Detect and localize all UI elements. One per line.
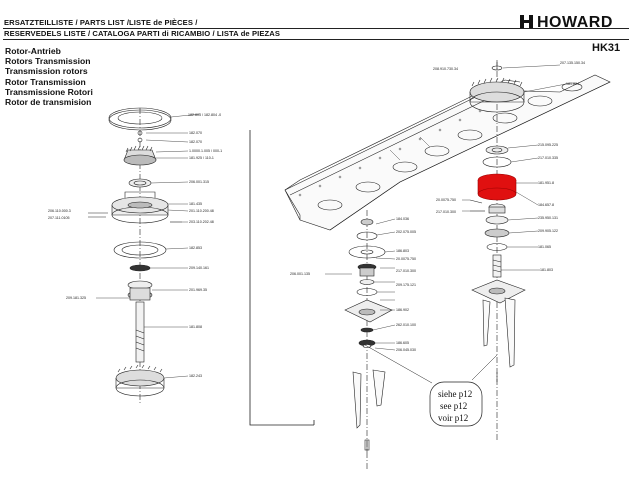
title-en: Rotors Transmission xyxy=(5,56,91,67)
part-label: 182.070 xyxy=(189,131,202,135)
part-label: 207.111.0105 xyxy=(48,216,69,220)
callout-de: siehe p12 xyxy=(438,389,472,399)
part-label: 184.657.8 xyxy=(538,203,554,207)
part-label: 181.951.8 xyxy=(538,181,554,185)
header-line-1: ERSATZTEILLISTE / PARTS LIST /LISTE de P… xyxy=(4,18,198,27)
part-label: 186.803 xyxy=(396,249,409,253)
part-label: 215.095.225 xyxy=(538,143,558,147)
part-label: 181.435 xyxy=(189,202,202,206)
right-rotor-assembly xyxy=(462,60,567,440)
title-fr: Transmission rotors xyxy=(5,66,88,77)
left-drive-assembly xyxy=(88,107,201,405)
part-label: 181.824 xyxy=(566,82,579,86)
part-label: 20.0075.750 xyxy=(396,257,416,261)
model-code: HK31 xyxy=(592,42,621,54)
part-label: 20.0075.750 xyxy=(436,198,456,202)
part-label: 181.925 / 110-1 xyxy=(189,156,214,160)
part-label: 235.950.131 xyxy=(538,216,558,220)
header-line-2: RESERVEDELS LISTE / CATALOGA PARTI di RI… xyxy=(4,29,280,38)
part-label: 182.070 xyxy=(189,140,202,144)
part-label: 206.001.315 xyxy=(189,180,209,184)
part-label: 186.605 xyxy=(396,341,409,345)
part-label: 181.803 xyxy=(540,268,553,272)
title-de: Rotor-Antrieb xyxy=(5,46,61,56)
part-label: 206.045.030 xyxy=(396,348,416,352)
callout-fr: voir p12 xyxy=(438,413,468,423)
part-label: 217.010.300 xyxy=(436,210,456,214)
part-label: 201.110.200.48 xyxy=(189,209,214,213)
part-label: 181.808 xyxy=(189,325,202,329)
part-label: 206.110.000.3 xyxy=(48,209,71,213)
part-label: 202.075.005 xyxy=(396,230,416,234)
header-divider-bottom xyxy=(3,39,629,40)
middle-rotor-assembly xyxy=(325,210,396,470)
part-label: 206.001.135 xyxy=(290,272,310,276)
brand-name: HOWARD xyxy=(537,14,613,31)
part-label: 209.181.325 xyxy=(66,296,86,300)
part-label: 186.902 xyxy=(396,308,409,312)
middle-part-labels: 208.910.730.34 184.036 202.075.005 186.8… xyxy=(290,67,458,352)
part-label: 182.243 xyxy=(189,374,202,378)
part-label: 182.853 xyxy=(189,246,202,250)
callout-en: see p12 xyxy=(440,401,467,411)
part-label: 262.010.100 xyxy=(396,323,416,327)
part-label: 201.969.35 xyxy=(189,288,207,292)
part-label: 209.905.122 xyxy=(538,229,558,233)
part-label: 217.010.335 xyxy=(538,156,558,160)
part-label: 1.0000.1.005 / 000-1 xyxy=(189,149,222,153)
header-divider xyxy=(3,28,629,29)
title-it: Transmissione Rotori xyxy=(5,86,93,97)
highlighted-part xyxy=(477,173,517,201)
right-part-labels: 207.135.150.34 181.824 215.095.225 217.0… xyxy=(436,61,585,272)
part-label: 217.010.300 xyxy=(396,269,416,273)
brand-logo: HOWARD xyxy=(518,14,613,32)
part-label: 181.065 xyxy=(538,245,551,249)
part-label: 208.910.730.34 xyxy=(433,67,458,71)
part-label: 209.175.121 xyxy=(396,283,416,287)
part-label: 209.140.161 xyxy=(189,266,209,270)
cutter-bar-frame xyxy=(284,74,611,231)
title-da: Rotor Transmission xyxy=(5,76,86,87)
section-titles: Rotor-Antrieb Rotors Transmission Transm… xyxy=(5,46,93,107)
left-part-labels: 182.803 / 182.804 -0 182.070 182.070 1.0… xyxy=(48,113,222,378)
title-es: Rotor de transmision xyxy=(5,97,92,108)
part-label: 182.803 / 182.804 -0 xyxy=(188,113,221,117)
part-label: 184.036 xyxy=(396,217,409,221)
howard-h-icon xyxy=(520,15,533,28)
part-label: 203.110.202.48 xyxy=(189,220,214,224)
part-label: 207.135.150.34 xyxy=(560,61,585,65)
